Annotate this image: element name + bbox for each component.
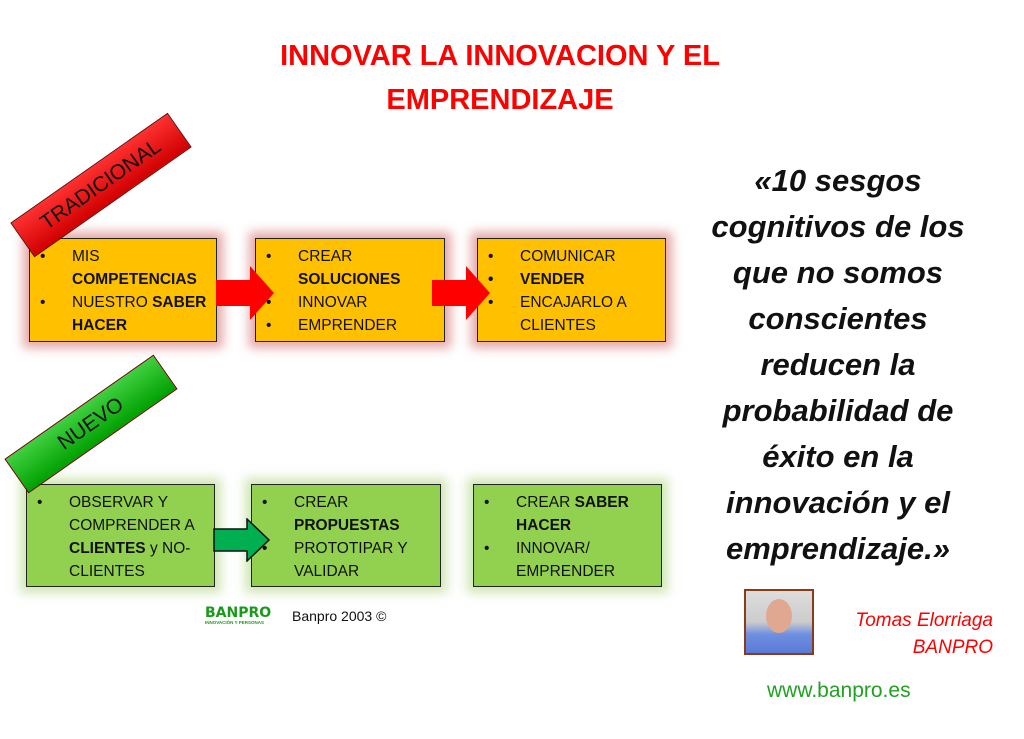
traditional-box-sell: COMUNICAR VENDER ENCAJARLO A CLIENTES	[477, 238, 666, 342]
copyright: Banpro 2003 ©	[292, 608, 387, 624]
quote-line: conscientes	[748, 301, 928, 336]
logo-subtitle: INNOVACIÓN Y PERSONAS	[205, 620, 265, 625]
list-item: COMUNICAR	[488, 245, 657, 268]
list-item: CREAR PROPUESTAS	[262, 491, 432, 537]
author-block: Tomas Elorriaga BANPRO	[855, 607, 993, 661]
list-item: OBSERVAR Y COMPRENDER A CLIENTES y NO-CL…	[37, 491, 206, 583]
item-text-bold: SOLUCIONES	[298, 271, 401, 288]
author-company: BANPRO	[912, 637, 993, 658]
item-text-bold: SABER HACER	[516, 494, 629, 534]
new-box-know-how: CREAR SABER HACER INNOVAR/ EMPRENDER	[473, 484, 662, 587]
item-text: CREAR	[298, 248, 353, 265]
red-arrow-icon	[216, 266, 274, 320]
item-text: CREAR	[294, 494, 349, 511]
quote-line: probabilidad de	[722, 393, 954, 428]
quote-line: emprendizaje.»	[726, 531, 950, 566]
list-item: MIS COMPETENCIAS	[40, 245, 208, 291]
quote-line: «10 sesgos	[754, 163, 922, 198]
quote-line: cognitivos de los	[711, 209, 965, 244]
list-item: NUESTRO SABER HACER	[40, 291, 208, 337]
list-item: INNOVAR	[266, 291, 436, 314]
new-box-proposals: CREAR PROPUESTAS PROTOTIPAR Y VALIDAR	[251, 484, 441, 587]
list-item: ENCAJARLO A CLIENTES	[488, 291, 657, 337]
author-photo	[744, 589, 814, 655]
banpro-logo: BANPRO INNOVACIÓN Y PERSONAS	[205, 606, 271, 626]
list-item: EMPRENDER	[266, 314, 436, 337]
item-text-bold: CLIENTES	[69, 540, 146, 557]
list-item: VENDER	[488, 268, 657, 291]
traditional-box-solutions: CREAR SOLUCIONES INNOVAR EMPRENDER	[255, 238, 445, 342]
author-name: Tomas Elorriaga	[855, 610, 993, 631]
quote-line: reducen la	[760, 347, 916, 382]
new-box-observe: OBSERVAR Y COMPRENDER A CLIENTES y NO-CL…	[26, 484, 215, 587]
list-item: INNOVAR/ EMPRENDER	[484, 537, 653, 583]
item-text-bold: SABER HACER	[72, 294, 207, 334]
list-item: CREAR SOLUCIONES	[266, 245, 436, 291]
logo-text: BANPRO	[205, 605, 272, 621]
quote-line: innovación y el	[726, 485, 950, 520]
item-text: MIS	[72, 248, 100, 265]
item-text: y NO-CLIENTES	[69, 540, 191, 580]
list-item: PROTOTIPAR Y VALIDAR	[262, 537, 432, 583]
traditional-box-competencies: MIS COMPETENCIAS NUESTRO SABER HACER	[29, 238, 217, 342]
item-text: CREAR	[516, 494, 575, 511]
quote-line: que no somos	[732, 255, 944, 290]
quote: «10 sesgos cognitivos de los que no somo…	[680, 158, 996, 572]
item-text: NUESTRO	[72, 294, 153, 311]
quote-line: éxito en la	[762, 439, 914, 474]
red-arrow-icon	[432, 266, 490, 320]
traditional-banner: TRADICIONAL	[10, 112, 192, 258]
item-text-bold: PROPUESTAS	[294, 517, 400, 534]
item-text-bold: COMPETENCIAS	[72, 271, 197, 288]
list-item: CREAR SABER HACER	[484, 491, 653, 537]
title-line-1: INNOVAR LA INNOVACION Y EL	[280, 40, 720, 72]
green-arrow-icon	[213, 518, 271, 562]
new-banner: NUEVO	[4, 354, 178, 494]
item-text: OBSERVAR Y COMPRENDER A	[69, 494, 194, 534]
website-link[interactable]: www.banpro.es	[767, 679, 911, 702]
title-line-2: EMPRENDIZAJE	[386, 84, 614, 116]
